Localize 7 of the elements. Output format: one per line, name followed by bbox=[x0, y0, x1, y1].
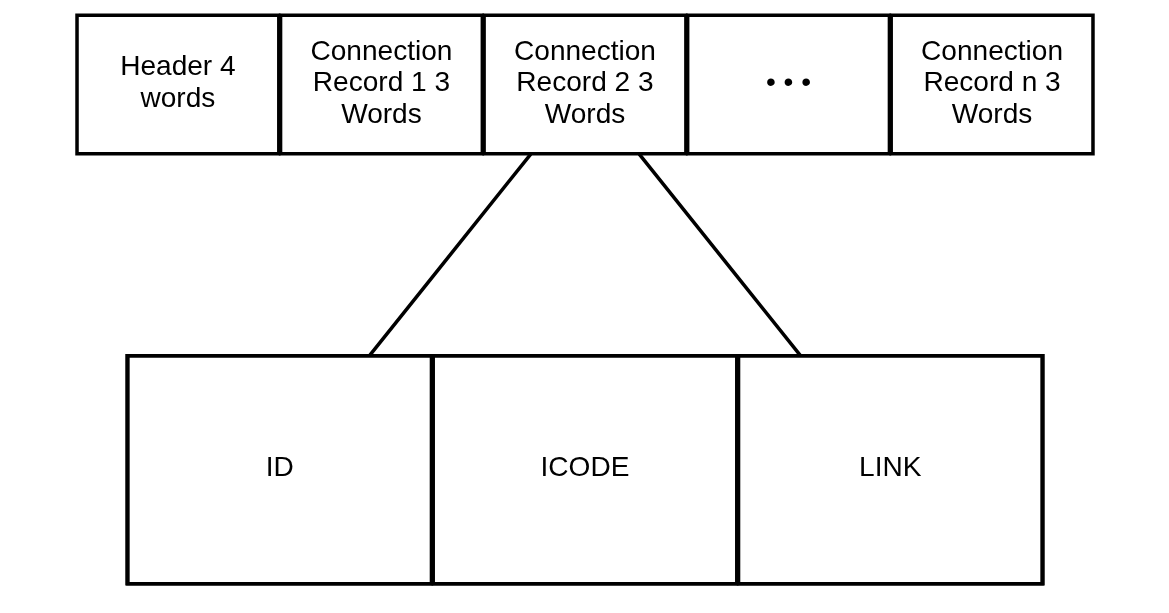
node-box: Connection Record 1 3 Words bbox=[278, 13, 484, 156]
node-box: • • • bbox=[685, 13, 891, 156]
node-box: Header 4 words bbox=[74, 13, 281, 156]
node-box: Connection Record n 3 Words bbox=[888, 13, 1095, 156]
connector bbox=[368, 152, 532, 357]
node-box: Connection Record 2 3 Words bbox=[481, 13, 688, 156]
connector bbox=[637, 152, 801, 357]
